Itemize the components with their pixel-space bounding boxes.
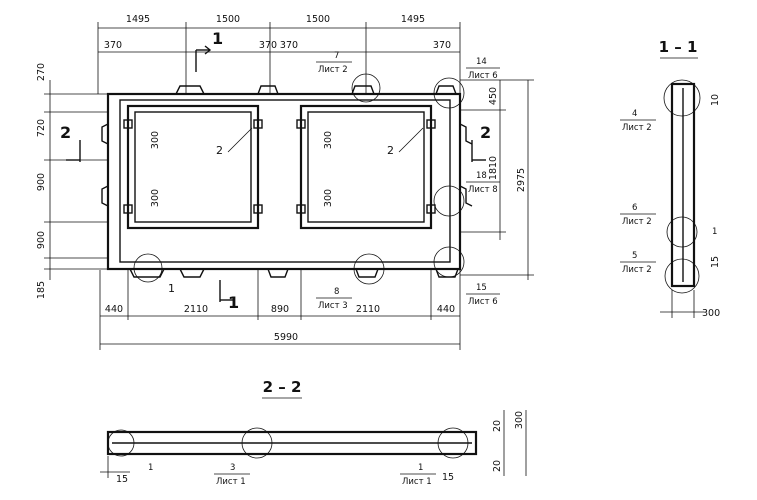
svg-text:Лист 2: Лист 2 bbox=[318, 65, 348, 75]
dim-sub-4: 370 bbox=[433, 40, 451, 51]
callout-6: 6 Лист 2 bbox=[620, 203, 656, 227]
section-2-2: 2 – 2 15 15 1 20 300 20 3 Лист 1 1 Лист … bbox=[100, 378, 527, 487]
panel-inner-outline bbox=[119, 99, 451, 263]
section-2-2-title: 2 – 2 bbox=[263, 378, 302, 396]
svg-text:5: 5 bbox=[632, 251, 637, 261]
mark-2-left: 2 bbox=[216, 144, 223, 157]
bottom-lugs bbox=[129, 268, 459, 278]
section-cut-markers bbox=[66, 45, 486, 302]
section-2-2-dim-right-1: 20 bbox=[492, 420, 503, 432]
svg-text:15: 15 bbox=[476, 283, 487, 293]
side-lugs bbox=[101, 123, 473, 207]
svg-text:18: 18 bbox=[476, 171, 487, 181]
dim-sub-2: 370 bbox=[259, 40, 277, 51]
callout-5: 5 Лист 2 bbox=[620, 251, 656, 275]
callout-3: 3 Лист 1 bbox=[214, 463, 250, 487]
dim-bottom-3: 890 bbox=[271, 304, 289, 315]
section-1-1-title: 1 – 1 bbox=[659, 38, 698, 56]
svg-text:6: 6 bbox=[632, 203, 637, 213]
svg-text:Лист 6: Лист 6 bbox=[468, 297, 498, 307]
dim-opening-1: 300 bbox=[150, 131, 161, 149]
svg-text:Лист 1: Лист 1 bbox=[216, 477, 246, 487]
dim-left-1: 270 bbox=[36, 63, 47, 81]
callout-7: 7 Лист 2 bbox=[316, 51, 352, 75]
dimension-lines bbox=[44, 22, 534, 350]
cut-1-bottom: 1 bbox=[228, 293, 239, 312]
section-1-1-dim-top: 10 bbox=[710, 94, 721, 106]
svg-text:Лист 6: Лист 6 bbox=[468, 71, 498, 81]
embedded-plates bbox=[123, 119, 436, 214]
svg-text:7: 7 bbox=[334, 51, 339, 61]
dim-right-2: 1810 bbox=[488, 156, 499, 180]
svg-text:14: 14 bbox=[476, 57, 487, 67]
svg-text:1: 1 bbox=[418, 463, 423, 473]
leader-mark-2-right bbox=[398, 127, 424, 153]
section-2-2-dim-left: 15 bbox=[116, 474, 128, 485]
dim-right-3: 2975 bbox=[516, 168, 527, 192]
callout-1: 1 Лист 1 bbox=[400, 463, 436, 487]
opening-right bbox=[299, 104, 433, 230]
svg-text:Лист 2: Лист 2 bbox=[622, 123, 652, 133]
dim-opening-4: 300 bbox=[323, 189, 334, 207]
dim-left-4: 900 bbox=[36, 231, 47, 249]
dim-left-5: 185 bbox=[36, 281, 47, 299]
dim-top-3: 1500 bbox=[306, 14, 330, 25]
svg-text:Лист 3: Лист 3 bbox=[318, 301, 348, 311]
mark-2-right: 2 bbox=[387, 144, 394, 157]
cut-2-left: 2 bbox=[60, 123, 71, 142]
section-2-2-dim-right-3: 20 bbox=[492, 460, 503, 472]
svg-text:Лист 2: Лист 2 bbox=[622, 265, 652, 275]
section-2-2-dim-mid: 15 bbox=[442, 472, 454, 483]
section-2-2-dim-right-2: 300 bbox=[514, 411, 525, 429]
svg-text:8: 8 bbox=[334, 287, 339, 297]
cut-2-right: 2 bbox=[480, 123, 491, 142]
callout-8: 8 Лист 3 bbox=[316, 287, 352, 311]
dim-top-2: 1500 bbox=[216, 14, 240, 25]
dim-bottom-2: 2110 bbox=[184, 304, 208, 315]
dim-left-2: 720 bbox=[36, 119, 47, 137]
section-1-1-mark-1: 1 bbox=[712, 227, 717, 237]
svg-text:Лист 1: Лист 1 bbox=[402, 477, 432, 487]
section-1-1: 1 – 1 300 10 15 4 Лист 2 6 Лист 2 5 Лист… bbox=[620, 38, 721, 319]
dim-bottom-4: 2110 bbox=[356, 304, 380, 315]
plan-view: 1495 1500 1500 1495 370 370 370 370 440 … bbox=[36, 14, 534, 350]
dim-opening-2: 300 bbox=[150, 189, 161, 207]
section-1-1-dim-width: 300 bbox=[702, 308, 720, 319]
dim-sub-1: 370 bbox=[104, 40, 122, 51]
dim-bottom-1: 440 bbox=[105, 304, 123, 315]
svg-text:Лист 2: Лист 2 bbox=[622, 217, 652, 227]
svg-text:4: 4 bbox=[632, 109, 637, 119]
svg-text:Лист 8: Лист 8 bbox=[468, 185, 498, 195]
dim-sub-3: 370 bbox=[280, 40, 298, 51]
opening-left-inner bbox=[134, 111, 252, 223]
panel-outline bbox=[106, 92, 462, 271]
dim-opening-3: 300 bbox=[323, 131, 334, 149]
callout-15: 15 Лист 6 bbox=[466, 283, 500, 307]
dim-top-4: 1495 bbox=[401, 14, 425, 25]
mark-1: 1 bbox=[168, 282, 175, 295]
leader-mark-2-left bbox=[227, 127, 253, 153]
dim-left-3: 900 bbox=[36, 173, 47, 191]
dim-overall-width: 5990 bbox=[274, 332, 298, 343]
callout-4: 4 Лист 2 bbox=[620, 109, 656, 133]
section-1-1-dim-mid: 15 bbox=[710, 256, 721, 268]
dim-bottom-5: 440 bbox=[437, 304, 455, 315]
dim-right-1: 450 bbox=[488, 87, 499, 105]
dim-top-1: 1495 bbox=[126, 14, 150, 25]
callout-18: 18 Лист 8 bbox=[466, 171, 500, 195]
opening-right-inner bbox=[307, 111, 425, 223]
opening-left bbox=[126, 104, 260, 230]
svg-text:3: 3 bbox=[230, 463, 235, 473]
cut-1-top: 1 bbox=[212, 29, 223, 48]
top-lugs bbox=[175, 85, 457, 95]
callout-14: 14 Лист 6 bbox=[466, 57, 500, 81]
section-2-2-mark: 1 bbox=[148, 463, 153, 473]
